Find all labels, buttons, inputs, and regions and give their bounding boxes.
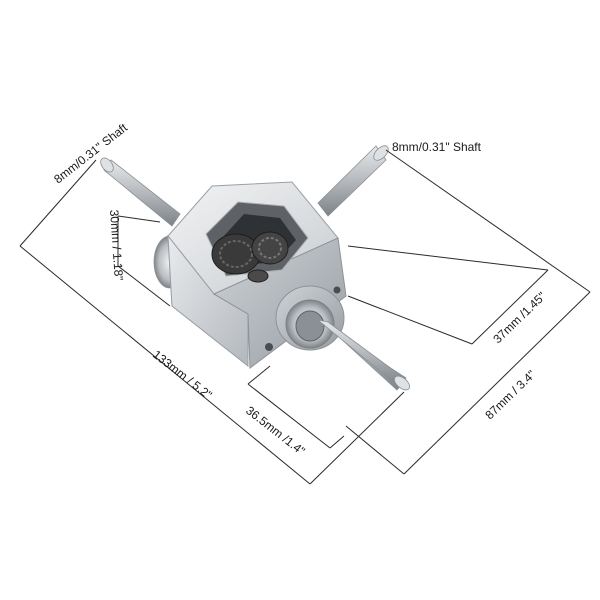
label-shaft-right: 8mm/0.31" Shaft: [392, 140, 482, 154]
gearbox-product: [100, 145, 411, 391]
label-height-cube: 30mm / 1.18": [107, 209, 126, 281]
bevel-gear-small: [251, 231, 289, 265]
label-length-total: 133mm / 5.2": [150, 347, 215, 402]
shaft-front: [315, 315, 411, 391]
shaft-back-right: [317, 145, 389, 217]
label-cube-width: 36.5mm /1.4": [243, 403, 308, 458]
bevel-gear-set: [211, 231, 289, 283]
dimension-lines: [19, 149, 591, 485]
shaft-back-left: [100, 157, 181, 227]
bearing-front: [265, 285, 345, 351]
mounting-screw-hole: [333, 286, 341, 294]
mounting-screw-hole: [265, 343, 273, 351]
label-depth-total: 87mm / 3.4": [482, 367, 538, 422]
